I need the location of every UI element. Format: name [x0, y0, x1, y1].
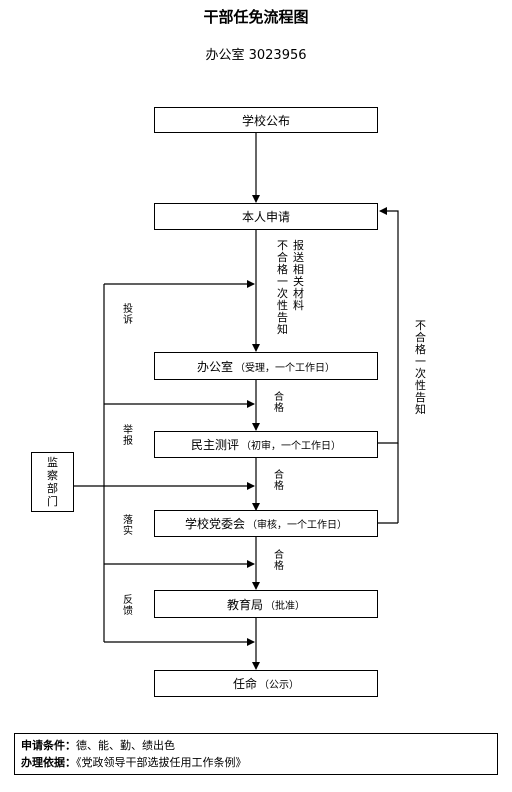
label-report: 举报	[123, 425, 133, 447]
label-pass-2: 合格	[274, 470, 284, 492]
box-committee-note: （审核，一个工作日）	[247, 520, 347, 531]
page-subtitle: 办公室 3023956	[205, 48, 307, 63]
box-apply: 本人申请	[154, 203, 378, 230]
footer-info-box: 申请条件：德、能、勤、绩出色 办理依据：《党政领导干部选拔任用工作条例》	[14, 733, 498, 775]
box-appointment: 任命 （公示）	[154, 670, 378, 697]
box-education-bureau-label: 教育局	[226, 597, 263, 612]
box-apply-label: 本人申请	[241, 210, 290, 224]
footer-basis-label: 办理依据：	[21, 756, 76, 769]
box-supervision: 监察部门	[31, 452, 74, 512]
footer-basis-value: 《党政领导干部选拔任用工作条例》	[76, 756, 247, 769]
footer-basis-row: 办理依据：《党政领导干部选拔任用工作条例》	[21, 754, 491, 771]
label-fail-notify-right: 不合格一次性告知	[415, 319, 426, 416]
label-complaint: 投诉	[123, 304, 133, 326]
arrow-fail-feedback-loop	[378, 207, 399, 444]
label-submit-materials: 报送相关材料	[293, 239, 304, 312]
footer-conditions-row: 申请条件：德、能、勤、绩出色	[21, 737, 491, 754]
box-supervision-label: 监察部门	[47, 456, 58, 508]
box-publish-label: 学校公布	[241, 113, 290, 128]
label-fail-notify-left: 不合格一次性告知	[277, 239, 288, 336]
box-committee: 学校党委会 （审核，一个工作日）	[154, 510, 378, 537]
box-education-bureau: 教育局 （批准）	[154, 590, 378, 618]
label-feedback: 反馈	[123, 595, 133, 617]
label-pass-3: 合格	[274, 550, 284, 572]
footer-conditions-value: 德、能、勤、绩出色	[76, 739, 175, 752]
footer-conditions-label: 申请条件：	[21, 739, 76, 752]
box-publish: 学校公布	[154, 107, 378, 133]
box-evaluation: 民主测评 （初审，一个工作日）	[154, 431, 378, 458]
box-evaluation-label: 民主测评	[190, 438, 239, 452]
box-office: 办公室 （受理，一个工作日）	[154, 352, 378, 380]
box-appointment-note: （公示）	[259, 680, 299, 691]
box-office-note: （受理，一个工作日）	[235, 362, 335, 374]
label-pass-1: 合格	[274, 392, 284, 414]
label-implement: 落实	[123, 515, 133, 537]
box-office-label: 办公室	[196, 359, 233, 374]
box-education-bureau-note: （批准）	[265, 600, 305, 612]
box-committee-label: 学校党委会	[184, 517, 245, 531]
page-title: 干部任免流程图	[203, 8, 309, 26]
box-appointment-label: 任命	[232, 677, 257, 691]
box-evaluation-note: （初审，一个工作日）	[241, 441, 341, 452]
